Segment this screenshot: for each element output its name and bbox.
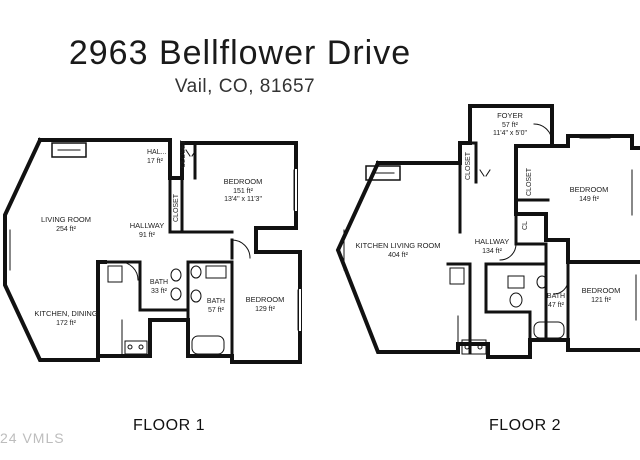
f1-bedroom-name: BEDROOM bbox=[224, 177, 263, 186]
f1-closet-a-label: CLOSET bbox=[180, 139, 187, 168]
floor2-label: FLOOR 2 bbox=[489, 417, 561, 434]
f2-foyer-name: FOYER bbox=[497, 111, 523, 120]
f2-kitchen-living-area: 404 ft² bbox=[388, 252, 409, 259]
floor1-plan bbox=[3, 137, 302, 364]
f2-hallway-name: HALLWAY bbox=[475, 237, 509, 246]
property-address: 2963 Bellflower Drive bbox=[68, 34, 412, 72]
f1-living-name: LIVING ROOM bbox=[41, 215, 91, 224]
f1-kitchen-area: 172 ft² bbox=[56, 320, 77, 327]
f2-bedroom2-area: 121 ft² bbox=[591, 297, 612, 304]
f1-hall-small-area: 17 ft² bbox=[147, 158, 164, 165]
f1-hallway-name: HALLWAY bbox=[130, 221, 164, 230]
f2-closet-b-label: CLOSET bbox=[526, 167, 533, 196]
f2-kitchen-living-name: KITCHEN LIVING ROOM bbox=[355, 241, 440, 250]
f1-bath2-name: BATH bbox=[207, 298, 225, 305]
f2-foyer-area: 57 ft² bbox=[502, 122, 519, 129]
property-city-line: Vail, CO, 81657 bbox=[174, 76, 316, 97]
floor2-plan bbox=[335, 104, 640, 359]
f2-bedroom-name: BEDROOM bbox=[570, 185, 609, 194]
f1-bedroom2-name: BEDROOM bbox=[246, 295, 285, 304]
f1-bedroom-dims: 13'4" x 11'3" bbox=[224, 196, 262, 203]
f1-bath2-area: 57 ft² bbox=[208, 307, 225, 314]
f2-closet-a-label: CLOSET bbox=[465, 151, 472, 180]
f1-hallway-area: 91 ft² bbox=[139, 232, 156, 239]
floor1-label: FLOOR 1 bbox=[133, 417, 205, 434]
f1-living-area: 254 ft² bbox=[56, 226, 77, 233]
f2-bedroom2-name: BEDROOM bbox=[582, 286, 621, 295]
f2-bath-area: 47 ft² bbox=[548, 302, 565, 309]
f1-closet-b-label: CLOSET bbox=[173, 193, 180, 222]
f1-bedroom-area: 151 ft² bbox=[233, 188, 254, 195]
f2-cl-label: CL bbox=[522, 221, 529, 230]
watermark-text: 24 VMLS bbox=[0, 430, 65, 446]
f2-bath-name: BATH bbox=[547, 293, 565, 300]
f1-bedroom2-area: 129 ft² bbox=[255, 306, 276, 313]
f1-hall-small-name: HAL... bbox=[147, 149, 167, 156]
f1-kitchen-name: KITCHEN, DINING bbox=[34, 309, 98, 318]
f2-hallway-area: 134 ft² bbox=[482, 248, 503, 255]
f1-bath1-area: 33 ft² bbox=[151, 288, 168, 295]
f2-foyer-dims: 11'4" x 5'0" bbox=[493, 130, 527, 137]
f1-bath1-name: BATH bbox=[150, 279, 168, 286]
f2-bedroom-area: 149 ft² bbox=[579, 196, 600, 203]
